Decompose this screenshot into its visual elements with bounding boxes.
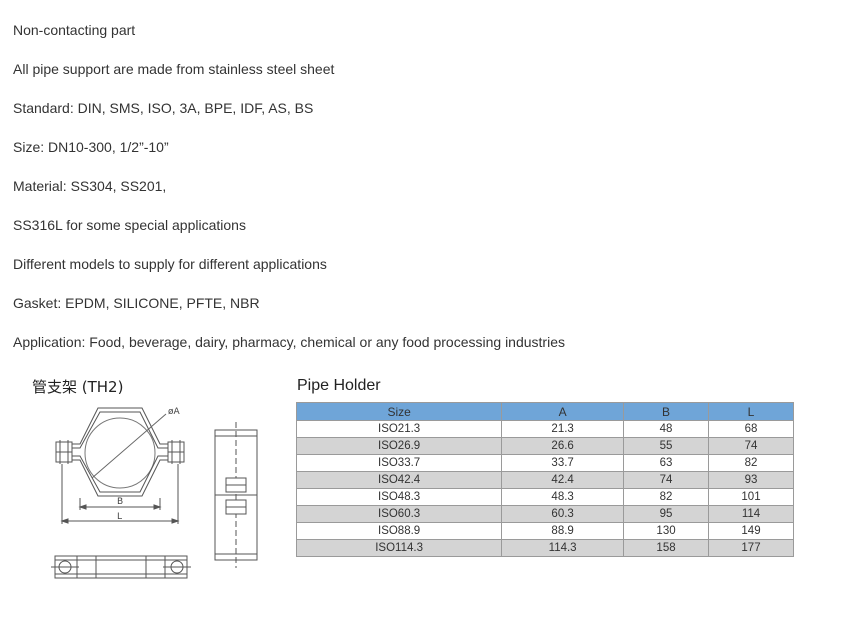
cell-a: 60.3 xyxy=(501,505,625,523)
cell-a: 88.9 xyxy=(501,522,625,540)
cell-l: 82 xyxy=(708,454,794,472)
label-l: L xyxy=(117,512,122,522)
cell-a: 33.7 xyxy=(501,454,625,472)
spec-line-size: Size: DN10-300, 1/2”-10” xyxy=(13,139,169,155)
table-row: ISO21.3 21.3 48 68 xyxy=(295,420,794,438)
spec-line-contact: Non-contacting part xyxy=(13,22,136,38)
cell-b: 158 xyxy=(623,539,709,557)
clamp-lower xyxy=(62,459,178,497)
header-size: Size xyxy=(295,402,503,421)
cell-size: ISO48.3 xyxy=(295,488,503,506)
cell-size: ISO26.9 xyxy=(295,437,503,455)
cell-b: 95 xyxy=(623,505,709,523)
cell-size: ISO33.7 xyxy=(295,454,503,472)
cell-b: 82 xyxy=(623,488,709,506)
cell-l: 177 xyxy=(708,539,794,557)
table-row: ISO42.4 42.4 74 93 xyxy=(295,471,794,489)
spec-line-models: Different models to supply for different… xyxy=(13,256,327,272)
table-row: ISO88.9 88.9 130 149 xyxy=(295,522,794,540)
header-l: L xyxy=(708,402,794,421)
cell-size: ISO88.9 xyxy=(295,522,503,540)
pipe-holder-table: Size A B L ISO21.3 21.3 48 68 ISO26.9 26… xyxy=(295,402,794,557)
cell-b: 130 xyxy=(623,522,709,540)
label-diameter: øA xyxy=(168,407,181,417)
diameter-line xyxy=(91,413,167,479)
table-row: ISO33.7 33.7 63 82 xyxy=(295,454,794,472)
cell-a: 48.3 xyxy=(501,488,625,506)
cell-b: 55 xyxy=(623,437,709,455)
pipe-holder-drawing: øA B L xyxy=(51,407,258,579)
cell-a: 114.3 xyxy=(501,539,625,557)
spec-line-standard: Standard: DIN, SMS, ISO, 3A, BPE, IDF, A… xyxy=(13,100,314,116)
drawing-title: 管支架 (TH2) xyxy=(32,378,124,396)
header-a: A xyxy=(501,402,625,421)
cell-size: ISO42.4 xyxy=(295,471,503,489)
cell-l: 101 xyxy=(708,488,794,506)
cell-l: 114 xyxy=(708,505,794,523)
table-title: Pipe Holder xyxy=(297,377,381,394)
table-header-row: Size A B L xyxy=(295,402,794,421)
table-row: ISO60.3 60.3 95 114 xyxy=(295,505,794,523)
cell-l: 68 xyxy=(708,420,794,438)
cell-size: ISO60.3 xyxy=(295,505,503,523)
cell-size: ISO114.3 xyxy=(295,539,503,557)
cell-a: 21.3 xyxy=(501,420,625,438)
table-row: ISO26.9 26.6 55 74 xyxy=(295,437,794,455)
pipe-circle xyxy=(84,417,156,489)
cell-a: 26.6 xyxy=(501,437,625,455)
header-b: B xyxy=(623,402,709,421)
table-row: ISO48.3 48.3 82 101 xyxy=(295,488,794,506)
cell-l: 149 xyxy=(708,522,794,540)
spec-line-gasket: Gasket: EPDM, SILICONE, PFTE, NBR xyxy=(13,295,260,311)
cell-a: 42.4 xyxy=(501,471,625,489)
cell-size: ISO21.3 xyxy=(295,420,503,438)
spec-line-material: Material: SS304, SS201, xyxy=(13,178,167,194)
table-row: ISO114.3 114.3 158 177 xyxy=(295,539,794,557)
label-b: B xyxy=(117,497,123,507)
spec-line-ss316l: SS316L for some special applications xyxy=(13,217,246,233)
clamp-upper xyxy=(62,407,178,445)
spec-line-application: Application: Food, beverage, dairy, phar… xyxy=(13,334,565,350)
cell-l: 93 xyxy=(708,471,794,489)
cell-b: 63 xyxy=(623,454,709,472)
cell-b: 48 xyxy=(623,420,709,438)
cell-b: 74 xyxy=(623,471,709,489)
spec-line-material-sheet: All pipe support are made from stainless… xyxy=(13,61,335,77)
cell-l: 74 xyxy=(708,437,794,455)
